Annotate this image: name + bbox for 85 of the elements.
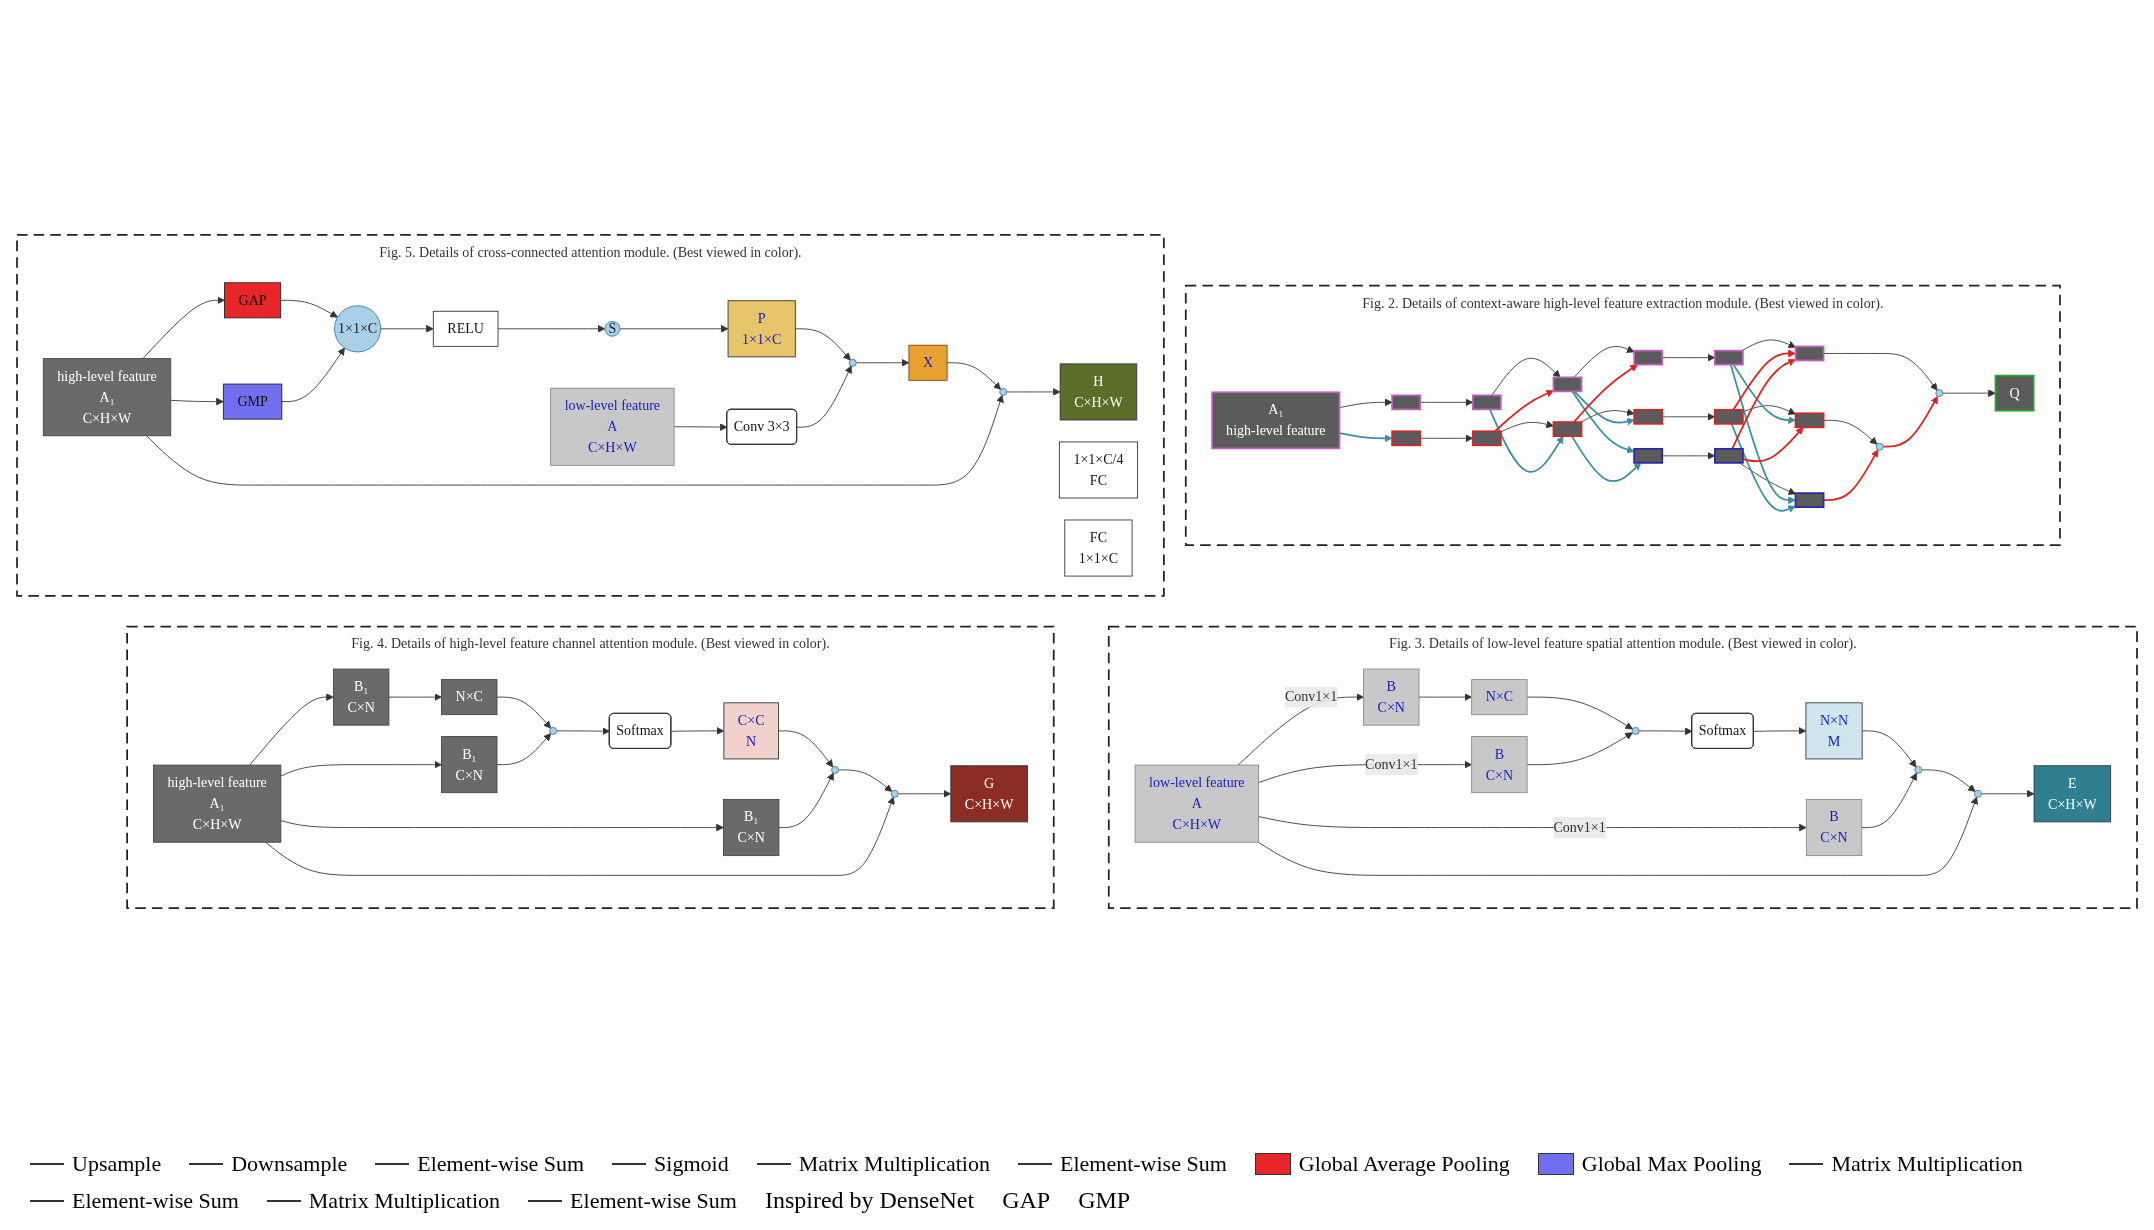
node-circle	[1914, 765, 1923, 774]
arrow	[1570, 435, 1642, 483]
node-box	[1391, 430, 1422, 447]
node-box: GMP	[222, 383, 283, 420]
node-label: Fig. 2. Details of context-aware high-level feature extraction module. (Best viewed in color).	[1362, 295, 1884, 311]
arrow	[1742, 427, 1804, 463]
node-box: high-level feature A₁ C×H×W	[42, 358, 172, 437]
node-box: P 1×1×C	[727, 300, 796, 358]
node-circle	[1631, 726, 1640, 735]
node-box	[1713, 408, 1744, 425]
node-box: N×C	[1471, 679, 1528, 716]
legend-text: Global Average Pooling	[1298, 1151, 1510, 1177]
node-box: high-level feature A₁ C×H×W	[153, 764, 282, 843]
cluster	[126, 625, 1055, 909]
legend-text: Sigmoid	[654, 1151, 729, 1177]
node-box	[1633, 408, 1664, 425]
node-circle	[1875, 442, 1884, 451]
node-circle	[890, 789, 899, 798]
legend-text: Element-wise Sum	[417, 1151, 585, 1177]
legend-text: Matrix Multiplication	[798, 1151, 990, 1177]
node-circle	[999, 388, 1008, 396]
note: GMP	[1078, 1187, 1131, 1214]
node-box: H C×H×W	[1059, 363, 1138, 421]
node-box: C×C N	[723, 702, 779, 760]
node-label: Fig. 5. Details of cross-connected attention module. (Best viewed in color).	[379, 244, 802, 260]
edge-label: Conv1×1	[1365, 756, 1418, 772]
node-box	[1552, 421, 1583, 437]
cluster	[1107, 625, 2138, 909]
node-box: G C×H×W	[950, 765, 1028, 823]
node-box	[1794, 345, 1825, 362]
node-circle: S	[604, 320, 621, 337]
node-box: B₁ C×N	[333, 668, 390, 726]
edge-label: Conv1×1	[1553, 819, 1606, 835]
node-box: 1×1×C/4 FC	[1058, 441, 1138, 499]
node-label: Fig. 3. Details of low-level feature spatial attention module. (Best viewed in color).	[1389, 636, 1857, 652]
note: GAP	[1002, 1187, 1051, 1214]
node-box	[1794, 412, 1825, 429]
node-box: N×C	[441, 679, 498, 716]
edge-label: Conv1×1	[1284, 689, 1338, 705]
node-box: low-level feature A C×H×W	[1134, 764, 1259, 843]
node-box: B C×N	[1805, 799, 1863, 857]
arrow	[1489, 408, 1564, 473]
node-circle	[1974, 789, 1982, 798]
node-box: RELU	[432, 310, 499, 347]
node-box: B₁ C×N	[723, 799, 780, 857]
node-box	[1633, 447, 1664, 464]
node-box: N×N M	[1805, 702, 1863, 760]
node-circle	[1935, 389, 1944, 398]
legend-text: Global Max Pooling	[1581, 1151, 1762, 1177]
node-label: Fig. 4. Details of high-level feature channel attention module. (Best viewed in color).	[351, 636, 830, 652]
node-box: A₁ high-level feature	[1211, 391, 1341, 450]
node-box	[1713, 349, 1744, 366]
node-box	[1391, 394, 1422, 411]
legend-text: Element-wise Sum	[570, 1187, 737, 1214]
node-box: B₁ C×N	[441, 736, 498, 794]
node-circle: 1×1×C	[334, 305, 382, 353]
arrow	[1822, 449, 1879, 501]
node-box: GAP	[224, 282, 282, 319]
cluster	[1184, 284, 2061, 546]
legend-text: Matrix Multiplication	[308, 1187, 501, 1214]
node-box: B C×N	[1471, 736, 1528, 794]
node-box	[1713, 447, 1744, 464]
node-box: FC 1×1×C	[1064, 519, 1133, 577]
node-circle	[848, 358, 857, 367]
node-box	[1633, 349, 1664, 366]
legend-text: Matrix Multiplication	[1831, 1151, 2023, 1177]
node-box: low-level feature A C×H×W	[550, 387, 675, 466]
node-box: B C×N	[1363, 668, 1420, 726]
legend-text: Downsample	[231, 1151, 348, 1177]
node-box	[1471, 394, 1502, 411]
node-circle	[549, 726, 558, 735]
node-box: X	[908, 344, 948, 381]
node-box	[1471, 430, 1502, 447]
arrow	[1732, 349, 1796, 411]
cluster	[16, 234, 1165, 597]
note: Inspired by DenseNet	[764, 1187, 975, 1214]
node-box: Q	[1994, 374, 2035, 412]
node-box	[1794, 492, 1825, 509]
legend-text: Element-wise Sum	[1059, 1151, 1227, 1177]
node-circle	[831, 765, 839, 774]
arrow	[1882, 395, 1938, 448]
node-box: E C×H×W	[2033, 765, 2112, 823]
legend-text: Upsample	[72, 1151, 162, 1177]
node-box	[1552, 376, 1583, 393]
legend-text: Element-wise Sum	[72, 1187, 239, 1214]
